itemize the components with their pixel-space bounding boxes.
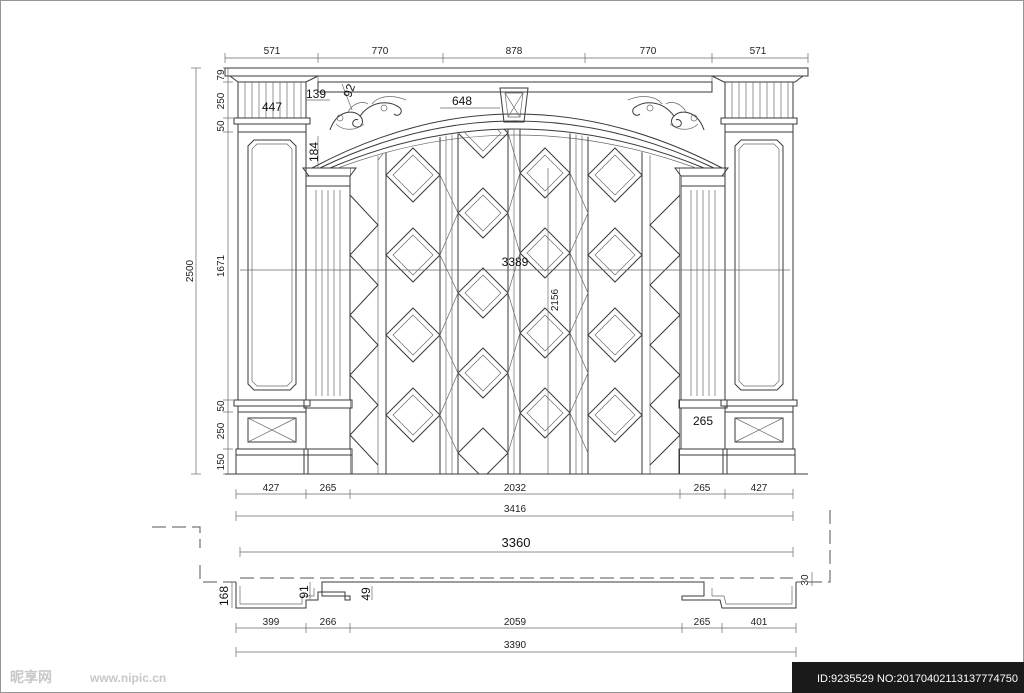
arch-dim-184: 184 <box>307 142 321 162</box>
left-dim-79: 79 <box>216 69 227 81</box>
left-pilaster <box>302 167 357 475</box>
top-dim-3: 878 <box>506 46 523 57</box>
left-dim-50-bottom: 50 <box>216 400 227 412</box>
left-dim-150: 150 <box>216 453 227 470</box>
watermark-logo: 昵享网 <box>10 669 52 685</box>
plan-depth-left: 168 <box>217 586 231 606</box>
pilaster-label: 265 <box>693 414 713 428</box>
left-column <box>233 81 311 475</box>
plan-bottom-dim-1: 399 <box>263 617 280 628</box>
arch-dim-648: 648 <box>452 94 472 108</box>
plan-top-total: 3360 <box>502 535 531 550</box>
capital-label: 447 <box>262 100 282 114</box>
arch-dim-92: 92 <box>340 82 358 100</box>
right-pilaster <box>674 167 729 475</box>
arch-dim-139: 139 <box>306 87 326 101</box>
plan-bottom-dim-3: 2059 <box>504 617 527 628</box>
overall-width-label: 3389 <box>502 255 529 269</box>
right-column <box>720 81 798 475</box>
left-dim-50-top: 50 <box>216 120 227 132</box>
elev-bottom-dim-2: 265 <box>320 483 337 494</box>
elevation-bottom-dims <box>235 489 794 521</box>
arch-dimension-marks <box>306 83 500 168</box>
top-dim-2: 770 <box>372 46 389 57</box>
elev-bottom-dim-1: 427 <box>263 483 280 494</box>
elev-bottom-dim-5: 427 <box>751 483 768 494</box>
plan-bottom-total: 3390 <box>504 640 527 651</box>
watermark-url: www.nipic.cn <box>89 671 166 685</box>
right-scroll-ornament <box>627 96 705 131</box>
left-dim-250-bottom: 250 <box>216 422 227 439</box>
plan-bottom-dim-2: 266 <box>320 617 337 628</box>
gate-height-label: 2156 <box>550 288 561 311</box>
plan-depth-step: 91 <box>297 585 311 599</box>
plan-section <box>152 510 831 657</box>
gate-lattice <box>240 129 790 474</box>
elev-bottom-dim-3: 2032 <box>504 483 527 494</box>
left-dim-1671: 1671 <box>216 254 227 277</box>
arch <box>311 87 723 169</box>
top-dim-5: 571 <box>750 46 767 57</box>
top-dim-4: 770 <box>640 46 657 57</box>
footer-id-text: ID:9235529 NO:20170402113137774750 <box>817 673 1018 685</box>
plan-depth-mid: 49 <box>359 587 373 601</box>
plan-depth-right: 30 <box>800 574 811 586</box>
elev-bottom-dim-4: 265 <box>694 483 711 494</box>
footer-id-bar <box>792 662 1024 693</box>
left-scroll-ornament <box>329 96 407 131</box>
plan-bottom-dim-4: 265 <box>694 617 711 628</box>
elev-bottom-total: 3416 <box>504 504 527 515</box>
overall-height-label: 2500 <box>185 259 196 282</box>
top-dimension-line <box>224 53 809 63</box>
top-dim-1: 571 <box>264 46 281 57</box>
left-dim-250-top: 250 <box>216 92 227 109</box>
plan-bottom-dim-5: 401 <box>751 617 768 628</box>
